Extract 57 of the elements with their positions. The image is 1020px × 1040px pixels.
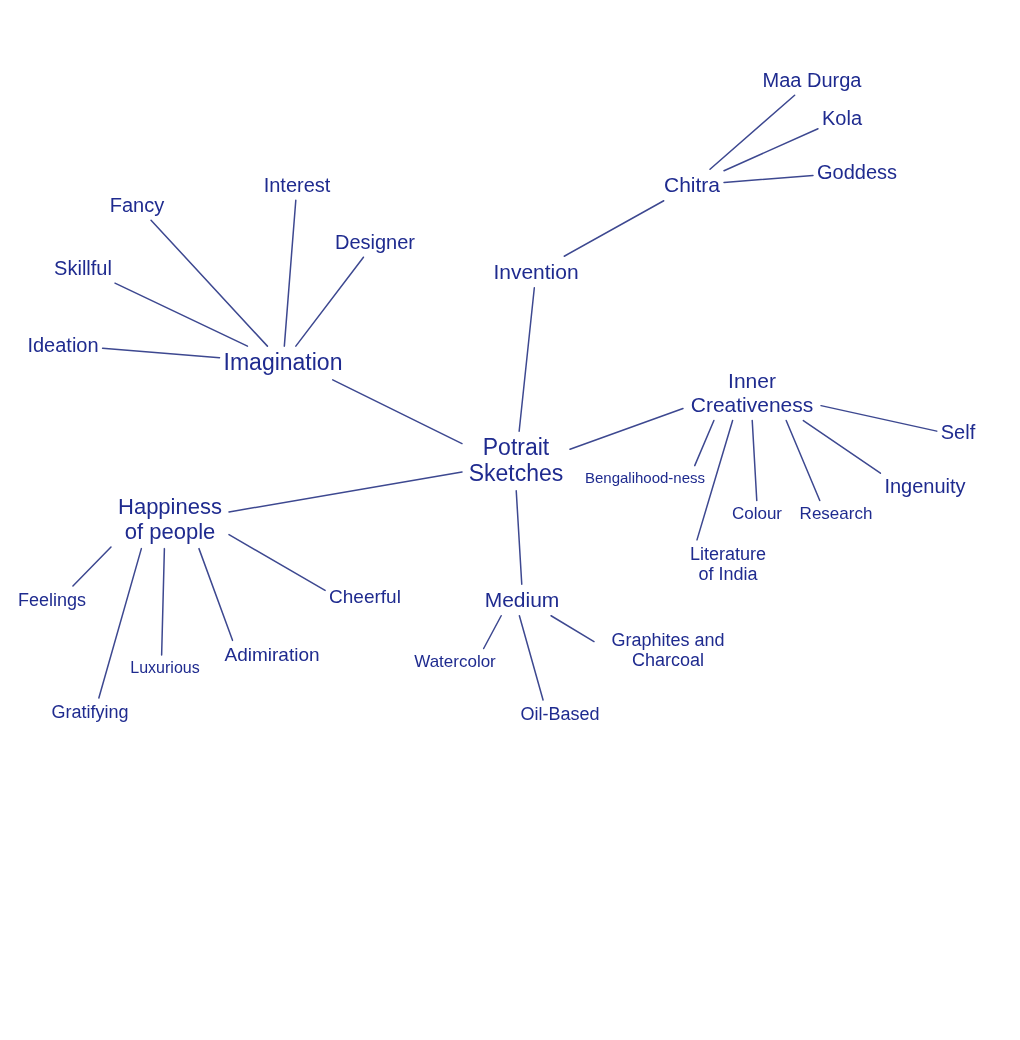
leaf-topic: Graphites and Charcoal xyxy=(598,629,738,671)
branch-topic: Inner Creativeness xyxy=(687,369,817,417)
connector-line xyxy=(723,127,819,172)
central-topic: Potrait Sketches xyxy=(466,435,566,487)
connector-line xyxy=(160,547,166,656)
leaf-topic: Kola xyxy=(822,106,862,130)
leaf-topic: Interest xyxy=(263,173,331,197)
leaf-topic: Oil-Based xyxy=(520,703,600,725)
leaf-topic: Colour xyxy=(731,504,783,524)
leaf-topic: Self xyxy=(940,420,976,444)
connector-line xyxy=(150,219,269,347)
leaf-topic: Ingenuity xyxy=(884,474,966,498)
connector-line xyxy=(518,615,544,701)
connector-line xyxy=(696,419,734,541)
connector-line xyxy=(569,407,684,450)
leaf-topic: Gratifying xyxy=(51,701,129,723)
leaf-topic: Luxurious xyxy=(130,659,200,677)
leaf-topic: Watercolor xyxy=(414,652,496,672)
connector-line xyxy=(482,615,502,650)
leaf-topic: Ideation xyxy=(27,333,99,357)
leaf-topic: Maa Durga xyxy=(762,68,862,92)
branch-topic: Chitra xyxy=(664,173,720,197)
leaf-topic: Designer xyxy=(335,230,415,254)
connector-line xyxy=(332,379,463,445)
connector-line xyxy=(101,347,221,359)
leaf-topic: Cheerful xyxy=(329,586,401,608)
connector-line xyxy=(295,256,365,347)
branch-topic: Medium xyxy=(484,588,560,612)
connector-line xyxy=(515,490,523,585)
leaf-topic: Literature of India xyxy=(682,543,774,585)
connector-line xyxy=(751,419,758,502)
branch-topic: Happiness of people xyxy=(115,495,225,545)
connector-line xyxy=(228,471,463,513)
connector-line xyxy=(694,419,715,467)
leaf-topic: Research xyxy=(799,504,873,524)
connector-line xyxy=(72,546,112,587)
leaf-topic: Bengalihood-ness xyxy=(584,469,706,487)
connector-line xyxy=(723,174,814,184)
leaf-topic: Feelings xyxy=(18,589,86,611)
leaf-topic: Goddess xyxy=(816,160,898,184)
connector-line xyxy=(709,94,796,170)
connector-line xyxy=(563,200,665,257)
connector-line xyxy=(820,404,938,432)
connector-line xyxy=(550,615,595,643)
leaf-topic: Adimiration xyxy=(224,644,320,666)
connector-line xyxy=(283,199,297,347)
leaf-topic: Fancy xyxy=(109,193,165,217)
connector-line xyxy=(785,419,821,502)
connector-line xyxy=(98,547,143,699)
branch-topic: Imagination xyxy=(223,350,343,376)
connector-line xyxy=(228,533,326,592)
connector-line xyxy=(802,419,882,474)
connector-line xyxy=(198,547,234,642)
connector-line xyxy=(518,287,536,432)
leaf-topic: Skillful xyxy=(54,256,112,280)
branch-topic: Invention xyxy=(493,260,579,284)
connector-line xyxy=(114,282,249,347)
